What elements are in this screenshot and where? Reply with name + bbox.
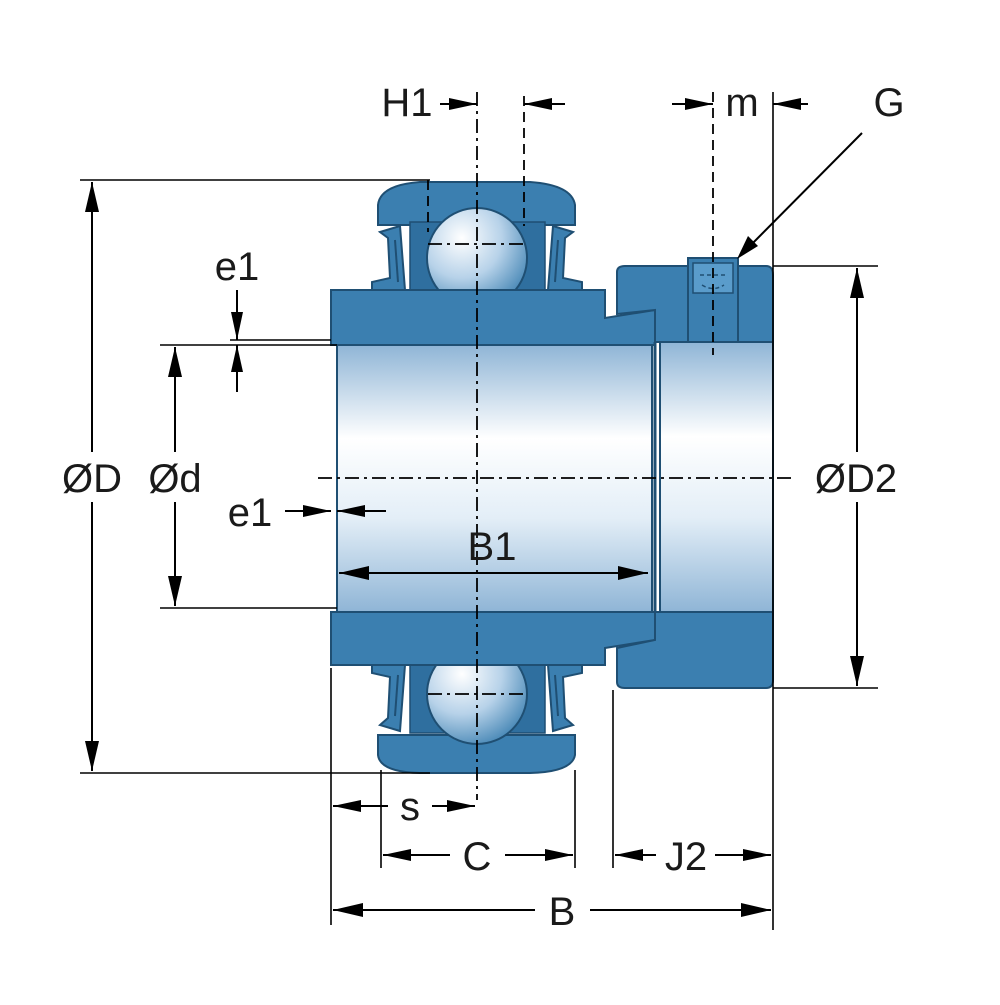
dim-D: [60, 182, 124, 771]
dim-e1-vertical: [231, 290, 243, 392]
seal-bottom-left: [371, 664, 407, 733]
label-C: C: [463, 835, 492, 879]
label-D2: ØD2: [815, 457, 897, 501]
label-e1-mid: e1: [228, 491, 273, 535]
leader-G: [737, 132, 863, 259]
label-d: Ød: [148, 457, 201, 501]
dim-d: [145, 347, 205, 606]
dim-D2: [815, 268, 899, 686]
dim-C: [383, 849, 573, 861]
dim-J2: [615, 849, 771, 861]
seal-bottom-right: [546, 664, 583, 733]
dim-e1-horizontal: [285, 505, 386, 517]
dim-m: [672, 98, 808, 110]
label-G: G: [873, 81, 904, 125]
label-B: B: [549, 890, 576, 934]
dim-H1: [440, 98, 565, 110]
label-e1-top: e1: [215, 245, 260, 289]
label-s: s: [400, 785, 420, 829]
label-J2: J2: [665, 835, 707, 879]
dim-B: [333, 903, 771, 917]
bore-collar: [659, 341, 774, 613]
seal-top-right: [546, 224, 583, 291]
label-D: ØD: [62, 457, 122, 501]
seal-top-left: [371, 224, 407, 291]
label-B1: B1: [468, 525, 517, 569]
dim-B1: [339, 566, 648, 580]
dim-s: [333, 800, 475, 812]
label-H1: H1: [381, 81, 432, 125]
label-m: m: [725, 81, 758, 125]
